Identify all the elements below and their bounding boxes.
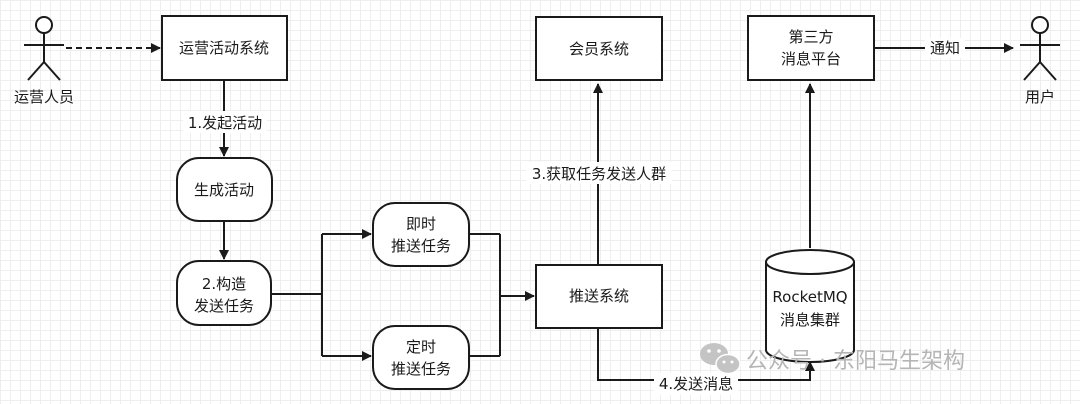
scheduled-push-label-line2: 推送任务 <box>391 360 451 378</box>
rocketmq-cluster-node: RocketMQ 消息集群 <box>765 249 855 363</box>
third-party-platform-node: 第三方 消息平台 <box>747 15 875 81</box>
scheduled-push-label-line1: 定时 <box>406 338 436 356</box>
push-system-node: 推送系统 <box>535 264 663 329</box>
user-actor <box>1020 16 1060 81</box>
wechat-icon <box>700 343 741 375</box>
third-party-label-line2: 消息平台 <box>781 50 841 68</box>
member-system-label: 会员系统 <box>569 40 629 58</box>
operator-label: 运营人员 <box>14 88 74 106</box>
member-system-node: 会员系统 <box>535 16 663 81</box>
operator-actor <box>24 16 64 81</box>
generate-activity-label: 生成活动 <box>194 181 254 199</box>
build-task-label-line2: 发送任务 <box>194 297 254 315</box>
edge-label-get-audience: 3.获取任务发送人群 <box>532 165 666 183</box>
edge-label-notify: 通知 <box>930 39 960 57</box>
third-party-label-line1: 第三方 <box>788 28 833 46</box>
rocketmq-cluster-label-line1: RocketMQ <box>772 288 847 306</box>
instant-push-node: 即时 推送任务 <box>372 202 470 267</box>
user-label: 用户 <box>1025 88 1055 106</box>
edge-label-launch: 1.发起活动 <box>188 114 262 132</box>
ops-system-node: 运营活动系统 <box>161 15 288 81</box>
build-task-node: 2.构造 发送任务 <box>176 260 272 326</box>
instant-push-label-line2: 推送任务 <box>391 237 451 255</box>
instant-push-label-line1: 即时 <box>406 215 436 233</box>
generate-activity-node: 生成活动 <box>176 157 273 222</box>
scheduled-push-node: 定时 推送任务 <box>372 325 470 390</box>
edge-label-send-message: 4.发送消息 <box>659 375 733 393</box>
rocketmq-cluster-label-line2: 消息集群 <box>780 311 840 329</box>
build-task-label-line1: 2.构造 <box>202 275 246 293</box>
push-system-label: 推送系统 <box>569 287 629 305</box>
ops-system-label: 运营活动系统 <box>179 39 269 57</box>
watermark-text: 公众号 · 东阳马生架构 <box>746 349 965 374</box>
